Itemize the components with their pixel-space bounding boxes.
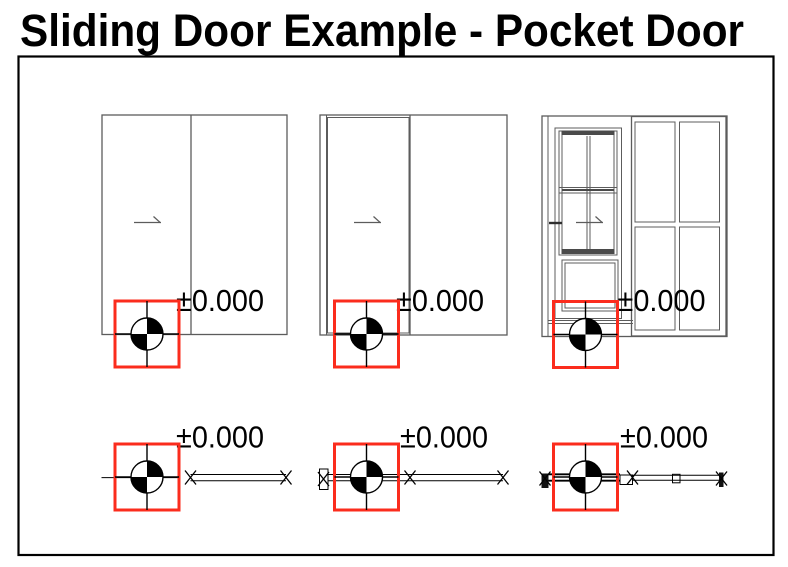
level-label: ±0.000	[396, 283, 484, 318]
door-elevation-basic	[101, 114, 288, 336]
door-elevation-paneled	[541, 115, 728, 338]
door-opening-arrow-icon	[353, 215, 382, 224]
page-title: Sliding Door Example - Pocket Door	[20, 5, 744, 56]
door-plan-pocket	[317, 468, 510, 490]
drawing-border	[17, 55, 775, 557]
side-panel	[679, 121, 720, 223]
level-label: ±0.000	[620, 420, 708, 455]
track-coupler	[672, 473, 681, 484]
door-elevation-pocket	[319, 114, 508, 336]
break-mark-icon	[496, 469, 510, 486]
side-panel	[634, 226, 676, 331]
origin-marker-icon	[552, 442, 619, 512]
pocket-jamb	[541, 473, 549, 488]
origin-marker-icon	[113, 442, 181, 512]
door-plan-paneled	[538, 469, 728, 488]
door-opening-arrow-icon	[133, 215, 162, 224]
break-mark-icon	[184, 469, 197, 486]
origin-marker-icon	[333, 442, 400, 512]
origin-marker-icon	[333, 299, 400, 369]
level-label: ±0.000	[176, 283, 264, 318]
level-label: ±0.000	[400, 420, 488, 455]
level-label: ±0.000	[176, 420, 264, 455]
break-mark-icon	[403, 469, 417, 486]
side-panel	[634, 121, 676, 223]
origin-marker-icon	[113, 299, 181, 369]
side-panel	[679, 226, 720, 331]
level-label: ±0.000	[618, 283, 706, 318]
break-mark-icon	[279, 469, 293, 486]
pocket-jamb	[319, 468, 329, 490]
door-bottom-panel	[561, 259, 619, 312]
